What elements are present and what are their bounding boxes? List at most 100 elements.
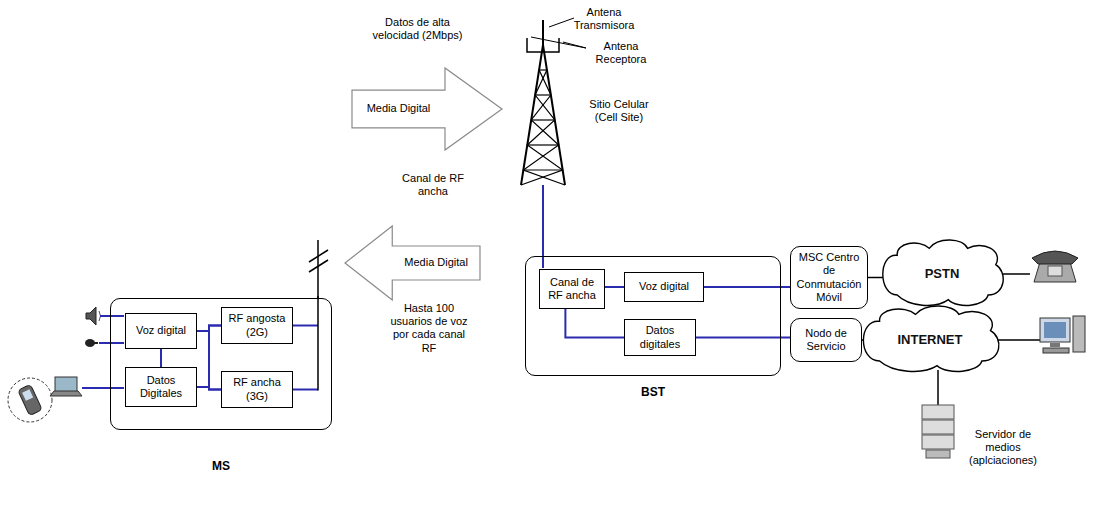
leader-lines [531,37,586,48]
annotation-label: Hasta 100 usuarios de voz por cada canal… [386,302,472,355]
device-wires [82,316,124,388]
device-wires [99,342,124,344]
process-box: Datos digitales [624,319,696,356]
connector-line [197,387,221,390]
base-station-box: BSTCanal de RF anchaVoz digitalDatos dig… [525,256,781,376]
device-wires [100,315,124,317]
station-heading: MS [111,459,331,473]
speaker-icon [86,307,96,325]
device-wires [82,387,124,389]
server-icon [926,450,950,458]
ms-antenna [309,260,328,272]
ms-antenna [309,250,328,262]
annotation-label: Antena Transmisora [568,6,640,32]
server-icon [922,405,954,458]
node-text: RF angosta (2G) [225,312,289,338]
microphone-icon [85,339,98,347]
network-cloud: INTERNET [858,305,1002,375]
ms-antenna [309,240,328,298]
arrow-text-area: Media Digital [392,246,480,280]
node-text: Voz digital [129,324,193,337]
computer-icon [1040,318,1070,342]
microphone-icon [94,342,98,344]
mobile-phone-icon [8,378,52,422]
cloud-shape [863,306,998,371]
antenna-mast [317,296,319,391]
cell-tower [535,94,551,95]
connector-line [696,337,790,339]
annotation-label: Sitio Celular (Cell Site) [583,98,655,124]
node-text: Voz digital [628,280,700,293]
cloud-text-area: INTERNET [870,316,991,365]
block-arrow: Media Digital [352,68,502,150]
annotation-label: Datos de alta velocidad (2Mbps) [365,16,470,42]
mobile-phone-icon [18,384,43,415]
antenna-feed [293,389,318,391]
telephone-icon [1032,251,1078,264]
cell-tower [542,20,544,45]
network-wires [937,370,939,405]
annotation-label: Servidor de medios (aplciaciones) [962,428,1044,468]
connector-line [197,326,221,388]
mobile-phone-icon [8,378,52,422]
computer-icon [1043,348,1069,353]
node-text: MSC Centro de Conmutación Móvil [794,251,864,304]
process-box: Datos Digitales [125,367,197,407]
server-icon [922,435,954,449]
network-name: INTERNET [870,332,991,348]
computer-icon [1044,322,1066,338]
ms-antenna [317,240,319,298]
cell-tower [539,69,547,70]
speaker-icon [86,307,101,325]
cell-tower [523,169,562,170]
node-text: Datos digitales [628,324,692,350]
cell-tower [521,70,563,185]
process-box: RF ancha (3G) [221,371,293,408]
computer-icon [1040,316,1085,353]
connector-line [565,309,624,338]
block-arrow: Media Digital [345,226,480,300]
network-name: PSTN [888,266,996,282]
computer-icon [1073,316,1085,352]
telephone-icon [1034,262,1076,282]
laptop-icon [50,391,82,396]
annotation-label: Antena Receptora [588,40,654,66]
block-arrow-shape [345,226,480,300]
telephone-icon [1048,266,1062,276]
process-box: Voz digital [125,313,197,349]
cloud-text-area: PSTN [888,250,996,299]
process-box: Canal de RF ancha [539,269,605,309]
connector-line [704,286,790,288]
antenna-feed [293,325,318,327]
laptop-icon [50,377,82,396]
block-arrow-shape [352,68,502,150]
server-icon [922,420,954,434]
node-text: Media Digital [392,256,480,269]
station-heading: BST [526,385,780,399]
mobile-phone-icon [22,389,33,401]
cell-tower [521,20,565,185]
connector-line [605,286,624,288]
service-node-box: Nodo de Servicio [790,318,862,362]
mobile-station-box: MSVoz digitalDatos DigitalesRF angosta (… [110,298,332,430]
computer-icon [1050,343,1060,347]
process-box: RF angosta (2G) [221,307,293,344]
telephone-icon [1032,251,1078,282]
server-icon [922,405,954,419]
switching-center-box: MSC Centro de Conmutación Móvil [790,246,868,309]
node-text: RF ancha (3G) [225,376,289,402]
node-text: Media Digital [352,102,445,115]
node-text: Canal de RF ancha [543,276,601,302]
microphone-icon [85,339,95,347]
node-text: Datos Digitales [129,374,193,400]
cell-tower [531,119,555,120]
laptop-icon [55,377,77,392]
node-text: Nodo de Servicio [794,327,858,353]
arrow-text-area: Media Digital [352,90,445,128]
leader-lines [549,18,574,27]
cloud-shape [883,240,1003,305]
process-box: Voz digital [624,272,704,302]
annotation-label: Canal de RF ancha [395,172,471,198]
cell-tower [527,144,558,145]
